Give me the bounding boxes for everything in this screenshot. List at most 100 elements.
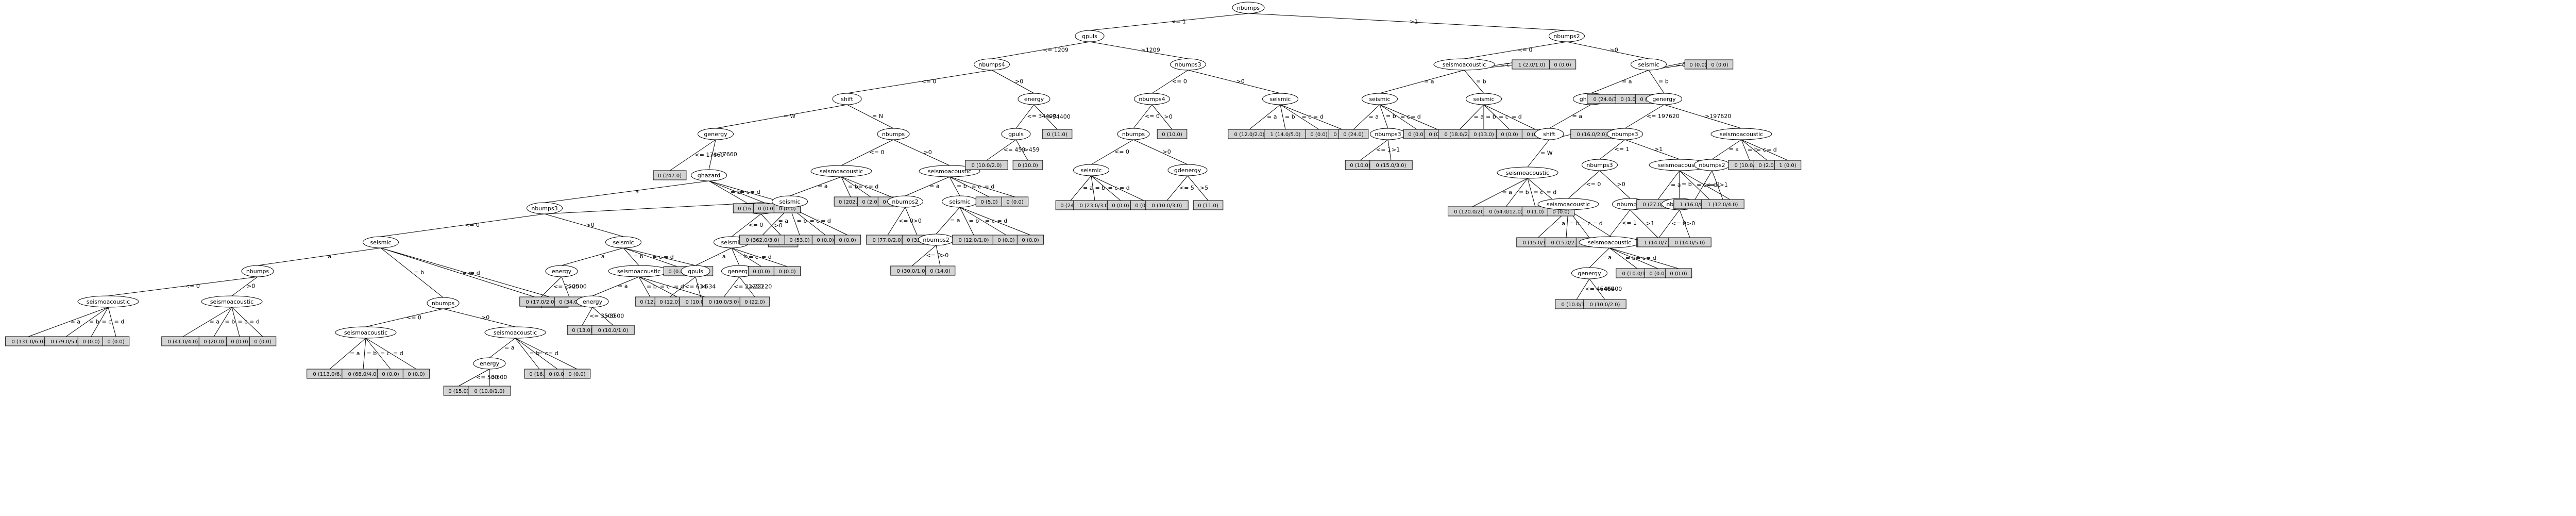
edge-label: = d xyxy=(1767,146,1777,153)
tree-edge xyxy=(911,245,937,267)
edge-label: >0 xyxy=(1687,220,1695,227)
edge-label: = b xyxy=(89,319,99,325)
tree-edge xyxy=(1133,104,1153,129)
leaf-label: 0 (17.0/2.0) xyxy=(526,299,556,305)
tree-edge xyxy=(905,176,950,196)
node-label: genergy xyxy=(704,131,727,138)
leaf-box xyxy=(1774,160,1802,170)
leaf-label: 0 (22.0) xyxy=(744,299,765,305)
edge-label: = c xyxy=(1400,113,1410,120)
tree-edge xyxy=(1280,104,1343,130)
tree-edge xyxy=(380,247,444,298)
tree-edge xyxy=(1464,70,1484,94)
split-ellipse xyxy=(1170,58,1206,71)
edge-label: <= 5 xyxy=(1179,185,1194,191)
node-label: nbumps2 xyxy=(1553,33,1580,40)
leaf-box xyxy=(591,325,635,335)
leaf-label: 0 (10.0/1.0) xyxy=(1562,302,1592,308)
tree-edge xyxy=(1711,139,1742,160)
edge-label: >0 xyxy=(774,222,783,229)
edge-label: = b xyxy=(1569,220,1580,227)
node-label: nbumps2 xyxy=(892,198,918,205)
tree-edge xyxy=(991,41,1090,59)
tree-edge xyxy=(1609,247,1658,269)
split-node: nbumps xyxy=(241,265,274,277)
edge-label: <= 0 xyxy=(1145,113,1160,120)
split-node: seismic xyxy=(605,236,641,248)
edge-label: = d xyxy=(249,319,260,325)
leaf-label: 0 (0.0) xyxy=(668,269,685,275)
leaf-label: 0 (16.0) xyxy=(529,372,550,377)
leaf-label: 0 (0.0) xyxy=(1689,62,1706,68)
leaf-label: 0 (0.0) xyxy=(778,269,795,275)
tree-edge xyxy=(1015,139,1028,161)
tree-edge xyxy=(1589,278,1605,300)
tree-edge xyxy=(1280,104,1286,130)
edge-label: = a xyxy=(778,218,788,224)
leaf-label: 0 (0.0) xyxy=(1552,209,1569,215)
leaf-box xyxy=(249,336,277,346)
edge-label: = a xyxy=(1267,113,1277,120)
tree-edge xyxy=(1248,13,1567,31)
tree-edge xyxy=(1353,104,1380,130)
leaf-label: 0 (10.0) xyxy=(1018,163,1038,169)
node-label: seismic xyxy=(721,239,742,246)
tree-edge xyxy=(1679,209,1690,238)
tree-edge xyxy=(231,276,258,296)
node-label: nbumps4 xyxy=(1139,96,1165,103)
split-node: gdenergy xyxy=(1167,164,1208,176)
leaf-label: 0 (68.0/4.0) xyxy=(348,372,379,377)
tree-edge xyxy=(515,338,578,370)
split-ellipse xyxy=(427,297,460,309)
tree-edge xyxy=(905,207,918,236)
tree-edge xyxy=(846,104,894,129)
leaf-node: 0 (0.0) xyxy=(1107,200,1134,210)
edge-label: = b xyxy=(969,218,979,224)
node-label: nbumps3 xyxy=(1175,61,1201,68)
tree-edge xyxy=(959,207,1031,236)
tree-edge xyxy=(841,176,871,197)
node-label: nbumps xyxy=(432,300,455,307)
edge-label: = c xyxy=(1675,61,1685,68)
leaf-node: 1 (14.0/5.0) xyxy=(1264,129,1307,139)
split-node: gpuls xyxy=(1001,128,1031,140)
edge-label: = W xyxy=(1540,150,1553,157)
edge-label: = b xyxy=(1386,113,1396,120)
edge-label: = c xyxy=(102,319,112,325)
split-node: genergy xyxy=(698,128,734,140)
leaf-label: 0 (12.0/1.0) xyxy=(959,238,989,243)
edge-label: = d xyxy=(750,189,760,195)
tree-edge xyxy=(1741,139,1750,161)
edge-label: = a xyxy=(595,253,604,260)
tree-edge xyxy=(695,247,732,266)
leaf-label: 0 (0.0) xyxy=(1408,132,1425,138)
node-label: nbumps3 xyxy=(1612,131,1638,138)
tree-edge xyxy=(1133,139,1188,165)
tree-edge xyxy=(1609,247,1638,269)
edge-label: = d xyxy=(664,254,674,260)
split-ellipse xyxy=(1075,30,1105,42)
leaf-node: 0 (15.0/3.0) xyxy=(1369,160,1413,170)
leaf-box xyxy=(1012,160,1043,170)
node-label: seismoacoustic xyxy=(820,168,863,175)
edge-label: >2500 xyxy=(568,284,587,290)
leaf-label: 0 (16.0) xyxy=(738,206,758,212)
edge-label: >634 xyxy=(700,284,716,290)
leaf-label: 0 (0.0) xyxy=(408,372,425,377)
leaf-node: 0 (22.0) xyxy=(739,296,770,307)
edge-label: <= 0 xyxy=(899,218,913,224)
tree-edge xyxy=(1091,175,1095,201)
tree-edge xyxy=(638,276,705,297)
edge-label: >34400 xyxy=(1048,113,1071,120)
edge-label: = a xyxy=(1729,146,1739,153)
tree-edge xyxy=(65,307,109,337)
leaf-box xyxy=(834,235,861,245)
tree-edge xyxy=(1599,170,1631,199)
edge-label: = d xyxy=(1512,113,1522,120)
split-ellipse xyxy=(1466,93,1502,105)
tree-edge xyxy=(1648,70,1665,94)
leaf-box xyxy=(1145,200,1189,210)
leaf-box xyxy=(1338,129,1369,139)
split-node: seismic xyxy=(942,195,978,208)
